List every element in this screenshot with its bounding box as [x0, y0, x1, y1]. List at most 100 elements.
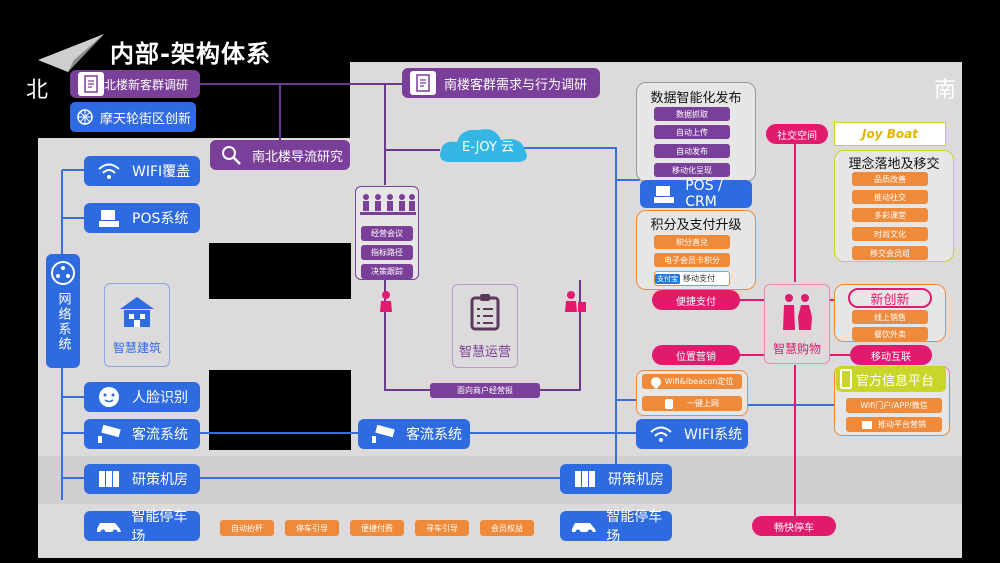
pos-crm-box[interactable]: POS / CRM: [640, 178, 752, 210]
clipboard-icon: [470, 293, 500, 335]
pointer-hand-icon: [665, 398, 673, 409]
network-label: 网络系统: [55, 292, 71, 352]
staff-icon: [380, 291, 392, 312]
wifi-icon: [94, 159, 124, 183]
smart-ops-box[interactable]: 智慧运营: [452, 284, 518, 368]
social-space-pill: 社交空间: [766, 124, 828, 144]
location-drop-icon: [648, 374, 663, 389]
face-recognition-label: 人脸识别: [132, 390, 188, 406]
middle-traffic-label: 客流系统: [406, 427, 462, 443]
wifi-right-item: 一键上网: [642, 396, 742, 411]
camera-icon: [368, 422, 398, 446]
ferris-box[interactable]: 摩天轮街区创新: [70, 102, 196, 132]
phone-icon: [840, 369, 852, 389]
points-item: 积分直兑: [654, 235, 730, 249]
fast-parking-pill: 畅快停车: [752, 516, 836, 536]
datacenter-box[interactable]: 研策机房: [84, 464, 200, 494]
magnifier-icon: [218, 143, 244, 167]
document-edit-icon: [410, 71, 436, 95]
paper-plane-icon: [38, 34, 104, 72]
joy-boat-logo-text: Joy Boat: [862, 127, 918, 141]
south-research-label: 南楼客群需求与行为调研: [444, 77, 588, 93]
pos-crm-label: POS / CRM: [685, 178, 723, 210]
joy-boat-logo: Joy Boat: [834, 122, 946, 146]
parking-feature: 自动抬杆: [220, 520, 274, 536]
official-title-box[interactable]: 官方信息平台: [836, 366, 946, 392]
official-item: Wifi门户/APP/微信: [846, 398, 942, 413]
north-research-label: 北楼新客群调研: [104, 77, 189, 92]
concept-item: 推动社交: [852, 190, 928, 204]
smart-shopping-box[interactable]: 智慧购物: [764, 284, 830, 364]
data-publish-item: 自动发布: [654, 144, 730, 158]
cloud-label: E-JOY 云: [461, 139, 515, 155]
data-publish-item: 数据抓取: [654, 107, 730, 121]
middle-parking-box[interactable]: 智能停车场: [560, 509, 672, 545]
wifi-coverage-label: WIFI覆盖: [132, 164, 191, 180]
pos-system-box[interactable]: POS系统: [84, 203, 200, 233]
official-item: 推动平台营销: [846, 417, 942, 432]
ops-bottom-label: 面向商户经营报: [430, 383, 540, 398]
smart-ops-label: 智慧运营: [458, 344, 511, 360]
points-title: 积分及支付升级: [650, 217, 742, 233]
page-title: 内部-架构体系: [110, 40, 271, 68]
south-label: 南: [934, 78, 957, 103]
north-label: 北: [26, 78, 49, 103]
wifi-coverage-box[interactable]: WIFI覆盖: [84, 156, 200, 186]
wifi-system-box[interactable]: WIFI系统: [636, 419, 748, 449]
parking-feature: 会员权益: [480, 520, 534, 536]
concept-item: 移交会员组: [852, 246, 928, 260]
building-icon: [118, 295, 156, 333]
parking-box[interactable]: 智能停车场: [84, 509, 200, 545]
concept-item: 品质改善: [852, 172, 928, 186]
car-icon: [570, 514, 598, 538]
mgmt-item: 经营会议: [361, 226, 413, 241]
smart-building-box[interactable]: 智慧建筑: [104, 283, 170, 367]
location-marketing-pill: 位置营销: [652, 345, 740, 365]
car-icon: [94, 514, 123, 538]
flow-research-label: 南北楼导流研究: [252, 149, 344, 165]
official-title: 官方信息平台: [856, 373, 935, 389]
wifi-right-item: Wifi&ibeacon定位: [642, 374, 742, 389]
south-research-box[interactable]: 南楼客群需求与行为调研: [402, 68, 600, 98]
face-recognition-box[interactable]: 人脸识别: [84, 382, 200, 412]
black-block-1: [209, 243, 351, 299]
wifi-system-label: WIFI系统: [684, 427, 743, 443]
server-icon: [94, 467, 124, 491]
data-publish-item: 自动上传: [654, 125, 730, 139]
middle-datacenter-box[interactable]: 研策机房: [560, 464, 672, 494]
face-icon: [94, 385, 124, 409]
document-edit-icon: [78, 72, 104, 96]
concept-item: 多彩课堂: [852, 208, 928, 222]
network-box[interactable]: 网络系统: [46, 254, 80, 368]
parking-feature: 停车引导: [285, 520, 339, 536]
traffic-system-box[interactable]: 客流系统: [84, 419, 200, 449]
server-icon: [570, 467, 600, 491]
meeting-people-icon: [360, 194, 416, 215]
mgmt-item: 指标路径: [361, 245, 413, 260]
innovation-item: 线上销售: [852, 310, 928, 324]
north-research-box[interactable]: 北楼新客群调研: [70, 70, 200, 98]
wifi-right-item-label: Wifi&ibeacon定位: [664, 377, 734, 386]
couple-icon: [777, 292, 817, 336]
parking-feature: 寻车引导: [415, 520, 469, 536]
black-block-2: [209, 370, 351, 450]
middle-parking-label: 智能停车场: [606, 509, 663, 545]
concept-frame: [834, 150, 954, 262]
data-publish-title: 数据智能化发布: [650, 90, 742, 106]
pos-system-label: POS系统: [132, 211, 189, 227]
cloud-icon: [440, 129, 527, 162]
traffic-system-label: 客流系统: [132, 427, 188, 443]
pos-terminal-icon: [650, 182, 677, 206]
innovation-item: 餐饮外卖: [852, 327, 928, 341]
camera-icon: [94, 422, 124, 446]
concept-title: 理念落地及移交: [848, 156, 940, 172]
network-icon: [50, 260, 76, 286]
middle-datacenter-label: 研策机房: [608, 472, 664, 488]
mobile-pay-label: 移动支付: [683, 274, 715, 283]
smart-shopping-label: 智慧购物: [772, 341, 821, 356]
parking-feature: 便捷付费: [350, 520, 404, 536]
flow-research-box[interactable]: 南北楼导流研究: [210, 140, 350, 170]
pos-terminal-icon: [94, 206, 124, 230]
middle-traffic-box[interactable]: 客流系统: [358, 419, 470, 449]
